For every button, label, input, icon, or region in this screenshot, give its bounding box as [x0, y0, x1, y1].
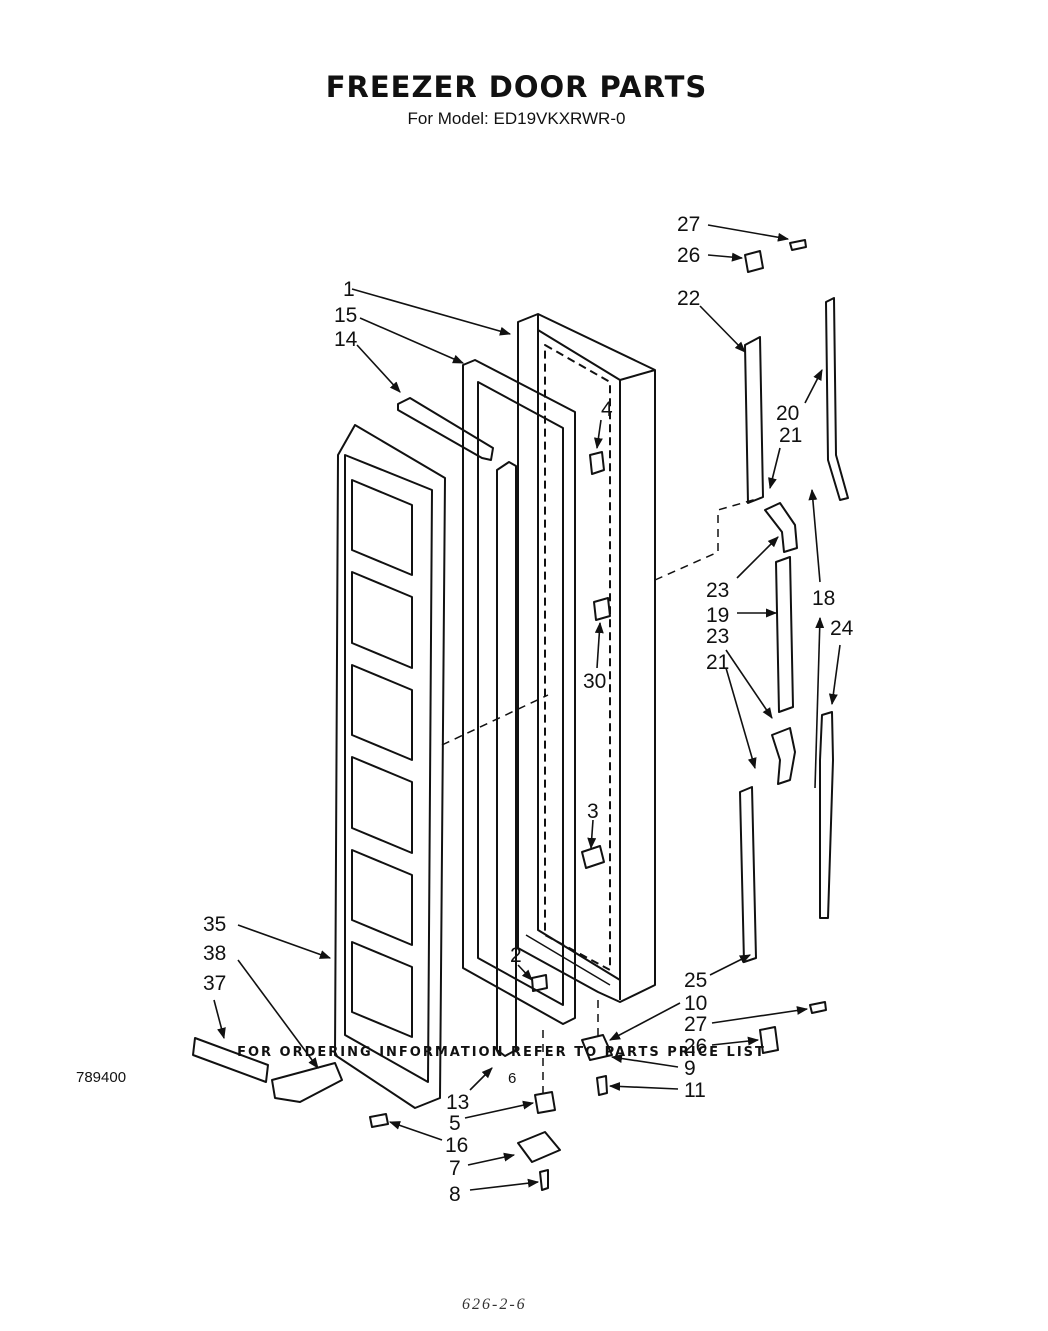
callout-1: 1 — [343, 278, 355, 301]
callout-20: 20 — [776, 402, 799, 425]
callout-23-bottom: 23 — [706, 625, 729, 648]
document-number: 789400 — [76, 1069, 127, 1086]
callout-35: 35 — [203, 913, 226, 936]
callout-15: 15 — [334, 304, 357, 327]
locator-lines — [441, 497, 761, 1093]
callout-24: 24 — [830, 617, 854, 640]
trim-strip-13 — [496, 461, 517, 1057]
screw-8 — [539, 1169, 549, 1191]
stop-2 — [531, 974, 548, 992]
clip-30 — [593, 597, 611, 621]
clip-26-bottom — [759, 1026, 779, 1054]
callout-5: 5 — [449, 1112, 461, 1135]
callout-38: 38 — [203, 942, 226, 965]
callout-9: 9 — [684, 1057, 696, 1080]
callout-37: 37 — [203, 972, 226, 995]
hinge-cover-22 — [744, 336, 764, 504]
tube-19 — [775, 556, 794, 713]
model-subtitle: For Model: ED19VKXRWR-0 — [407, 109, 626, 128]
hinge-5 — [534, 1091, 556, 1114]
hinge-cover-20 — [825, 297, 849, 501]
screw-11 — [596, 1075, 608, 1096]
plug-4 — [589, 451, 605, 475]
screw-16 — [369, 1113, 389, 1128]
elbow-23-bottom — [771, 727, 796, 785]
handle-trim-37 — [192, 1037, 269, 1083]
callout-4: 4 — [601, 398, 613, 421]
page-number: 6 — [508, 1070, 517, 1087]
callout-26-bottom: 26 — [684, 1035, 707, 1058]
callout-27-bottom: 27 — [684, 1013, 707, 1036]
callout-25: 25 — [684, 969, 707, 992]
bracket-3 — [581, 845, 605, 869]
callout-27-top: 27 — [677, 213, 700, 236]
door-gasket — [462, 359, 576, 1025]
callout-16: 16 — [445, 1134, 468, 1157]
elbow-23-top — [764, 502, 798, 553]
callout-21-bottom: 21 — [706, 651, 729, 674]
handle-38 — [271, 1062, 343, 1103]
top-bracket-14 — [397, 397, 494, 461]
page-title: FREEZER DOOR PARTS — [325, 70, 708, 104]
hinge-7 — [517, 1131, 561, 1163]
callout-22: 22 — [677, 287, 700, 310]
handwritten-note: 626-2-6 — [462, 1296, 527, 1313]
screw-27-bottom — [809, 1001, 827, 1014]
callout-11: 11 — [684, 1079, 706, 1102]
callout-26-top: 26 — [677, 244, 700, 267]
callout-18: 18 — [812, 587, 835, 610]
callout-19: 19 — [706, 604, 729, 627]
callout-7: 7 — [449, 1157, 461, 1180]
screw-27-top — [789, 239, 807, 251]
hinge-cover-24 — [819, 711, 834, 919]
ordering-note: FOR ORDERING INFORMATION REFER TO PARTS … — [237, 1045, 766, 1060]
callout-30: 30 — [583, 670, 606, 693]
outer-door-shell — [517, 313, 656, 1003]
callout-10: 10 — [684, 992, 707, 1015]
callout-8: 8 — [449, 1183, 461, 1206]
clip-26-top — [744, 250, 764, 273]
leader-arrows — [213, 224, 841, 1191]
callout-21-top: 21 — [779, 424, 802, 447]
callout-2: 2 — [510, 944, 522, 967]
callout-labels: 1 15 14 4 27 26 22 20 21 18 23 19 23 21 … — [203, 213, 854, 1206]
inner-door-liner — [334, 424, 446, 1109]
hinge-cover-25 — [739, 786, 757, 963]
callout-3: 3 — [587, 800, 599, 823]
callout-13: 13 — [446, 1091, 469, 1114]
callout-23-top: 23 — [706, 579, 729, 602]
callout-14: 14 — [334, 328, 358, 351]
